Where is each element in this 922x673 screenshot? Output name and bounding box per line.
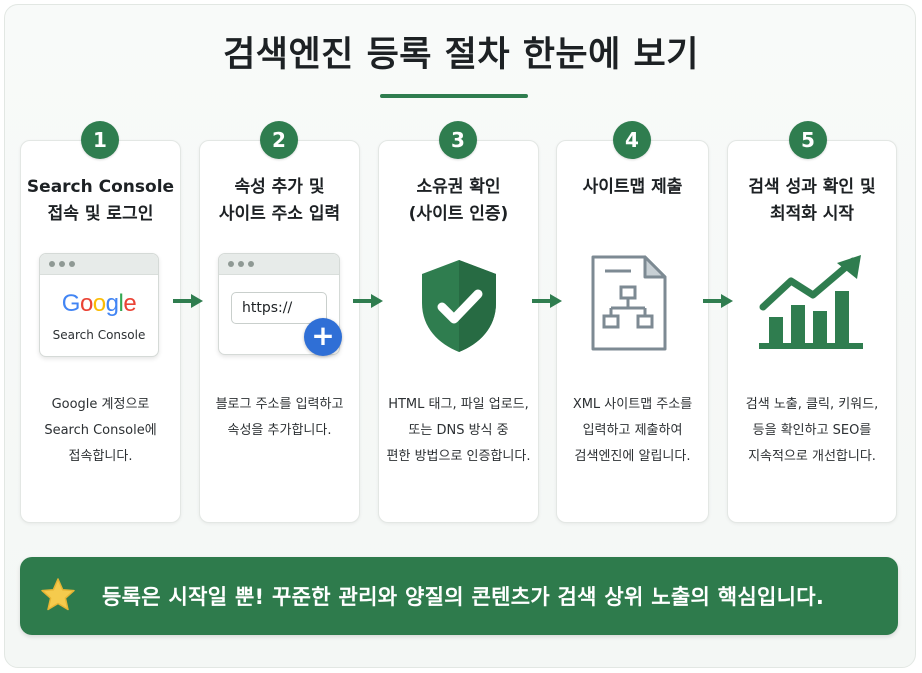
step-title-5: 검색 성과 확인 및 최적화 시작 [748, 177, 876, 224]
tip-banner [20, 557, 898, 635]
star-icon [41, 578, 75, 611]
step-description-5: 검색 노출, 클릭, 키워드, 등을 확인하고 SEO를 지속적으로 개선합니다… [745, 397, 879, 464]
step-card-5 [727, 140, 897, 523]
search-console-label: Search Console [52, 328, 146, 342]
sitemap-document-icon [591, 255, 667, 351]
browser-google-icon: Google Search Console [39, 253, 159, 357]
page-title: 검색엔진 등록 절차 한눈에 보기 [223, 35, 699, 75]
step-description-4: XML 사이트맵 주소를 입력하고 제출하여 검색엔진에 알립니다. [572, 397, 693, 464]
arrow-right-icon [353, 294, 383, 308]
banner-message: 등록은 시작일 뿐! 꾸준한 관리와 양질의 콘텐츠가 검색 상위 노출의 핵심… [102, 585, 825, 609]
arrow-right-icon [532, 294, 562, 308]
step-description-1: Google 계정으로 Search Console에 접속합니다. [44, 397, 157, 464]
arrow-right-icon [703, 294, 733, 308]
growth-chart-icon [759, 255, 863, 349]
step-number-2: 2 [260, 121, 298, 159]
step-title-3: 소유권 확인 (사이트 인증) [408, 177, 509, 224]
arrow-right-icon [173, 294, 203, 308]
title-underline [380, 94, 528, 98]
step-number-5: 5 [789, 121, 827, 159]
step-title-1: Search Console 접속 및 로그인 [26, 177, 175, 224]
plus-icon: + [304, 318, 342, 356]
step-description-2: 블로그 주소를 입력하고 속성을 추가합니다. [215, 397, 344, 438]
step-number-1: 1 [81, 121, 119, 159]
step-description-3: HTML 태그, 파일 업로드, 또는 DNS 방식 중 편한 방법으로 인증합… [386, 397, 531, 464]
step-number-4: 4 [613, 121, 651, 159]
google-logo: Google [61, 290, 137, 317]
step-title-4: 사이트맵 제출 [582, 177, 683, 197]
step-number-3: 3 [439, 121, 477, 159]
step-title-2: 속성 추가 및 사이트 주소 입력 [218, 177, 341, 224]
url-field: https:// [231, 292, 327, 324]
shield-check-icon [422, 260, 496, 352]
